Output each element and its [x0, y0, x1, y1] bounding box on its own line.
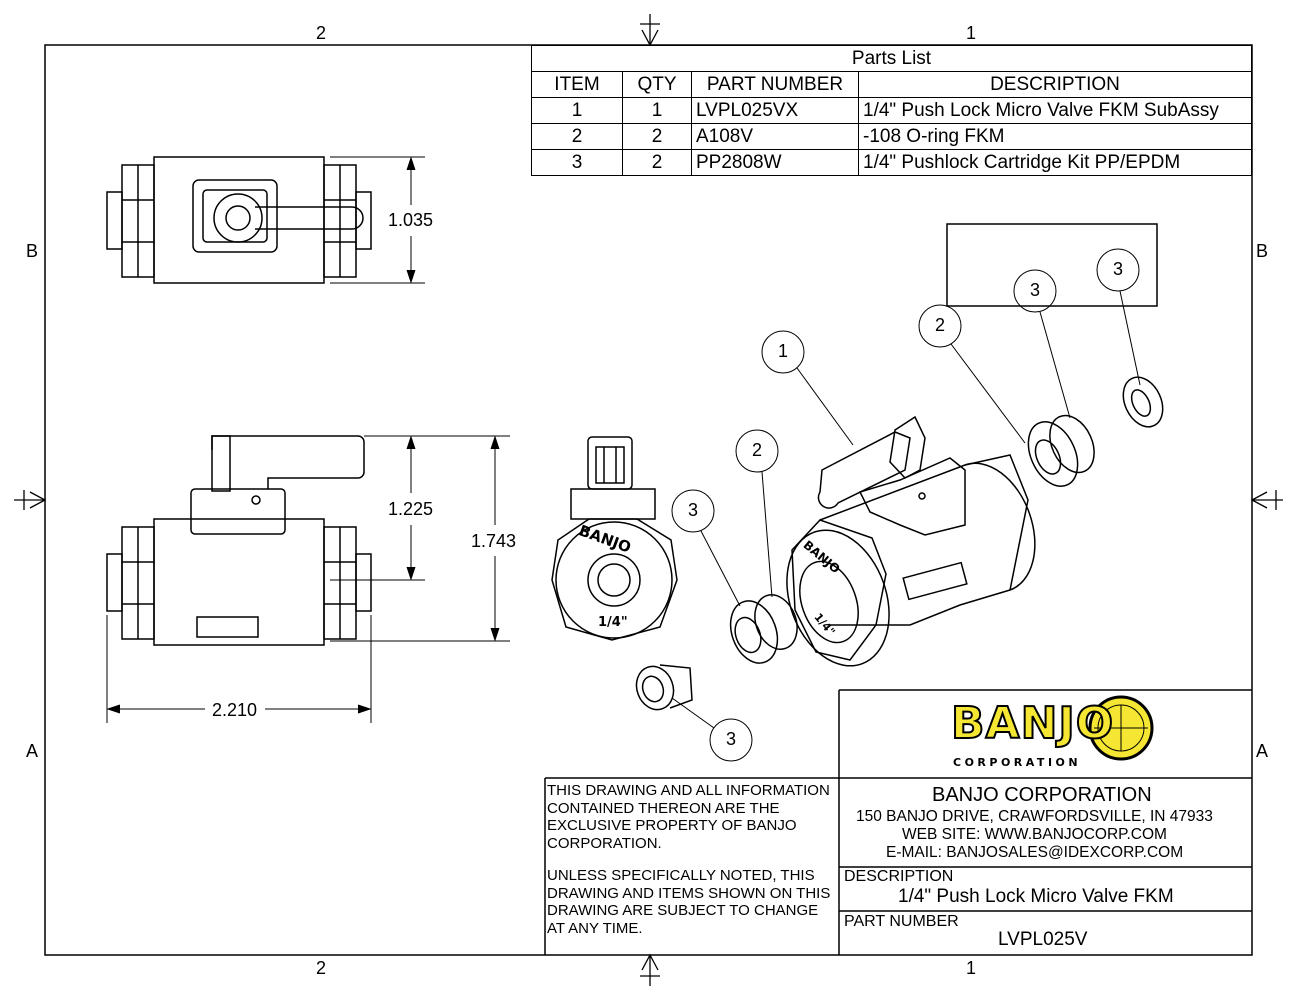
parts-list-title: Parts List — [531, 45, 1252, 72]
cell-description: -108 O-ring FKM — [858, 123, 1252, 150]
header-item: ITEM — [531, 71, 623, 98]
cell-part-number: LVPL025VX — [691, 97, 859, 124]
header-description: DESCRIPTION — [858, 71, 1252, 98]
logo-mark — [1088, 695, 1154, 761]
table-row: 3 2 PP2808W 1/4" Pushlock Cartridge Kit … — [531, 149, 1252, 176]
title-block-lines — [544, 689, 1252, 955]
exploded-view — [635, 223, 1164, 711]
header-part-number: PART NUMBER — [691, 71, 859, 98]
dim-overall-height: 1.743 — [471, 531, 517, 551]
cell-description: 1/4" Pushlock Cartridge Kit PP/EPDM — [858, 149, 1252, 176]
parts-list-header-row: ITEM QTY PART NUMBER DESCRIPTION — [531, 71, 1252, 98]
company-email: E-MAIL: BANJOSALES@IDEXCORP.COM — [886, 844, 1184, 861]
logo-subtext: CORPORATION — [953, 756, 1082, 769]
notice-ownership: THIS DRAWING AND ALL INFORMATION CONTAIN… — [547, 782, 830, 852]
balloon-circles — [671, 248, 1141, 762]
top-view — [106, 156, 372, 284]
centering-marks — [14, 14, 1283, 986]
notice-change: UNLESS SPECIFICALLY NOTED, THIS DRAWING … — [547, 867, 831, 937]
balloon-item-3: 3 — [1030, 280, 1041, 300]
balloon-item-3: 3 — [1113, 259, 1124, 279]
balloon-item-2: 2 — [752, 440, 763, 460]
zone-right-b: B — [1256, 241, 1269, 261]
front-dim-lines — [106, 435, 510, 723]
part-number-value: LVPL025V — [998, 929, 1088, 950]
description-value: 1/4" Push Lock Micro Valve FKM — [898, 886, 1174, 907]
dim-width: 2.210 — [212, 700, 258, 720]
header-qty: QTY — [622, 71, 692, 98]
zone-top-left: 2 — [316, 23, 327, 43]
cell-qty: 2 — [622, 149, 692, 176]
zone-right-a: A — [1256, 741, 1269, 761]
cell-item: 3 — [531, 149, 623, 176]
parts-list-table: Parts List ITEM QTY PART NUMBER DESCRIPT… — [531, 45, 1252, 176]
dim-top-height: 1.035 — [388, 210, 434, 230]
dim-1035-lines — [330, 156, 425, 284]
cell-description: 1/4" Push Lock Micro Valve FKM SubAssy — [858, 97, 1252, 124]
zone-top-right: 1 — [966, 23, 977, 43]
description-label: DESCRIPTION — [844, 868, 954, 885]
cell-item: 2 — [531, 123, 623, 150]
zone-left-a: A — [26, 741, 39, 761]
balloon-item-1: 1 — [778, 341, 789, 361]
table-row: 1 1 LVPL025VX 1/4" Push Lock Micro Valve… — [531, 97, 1252, 124]
balloon-item-3: 3 — [726, 729, 737, 749]
balloon-item-3: 3 — [688, 500, 699, 520]
company-name: BANJO CORPORATION — [932, 784, 1152, 806]
logo-wordmark: BANJO — [950, 697, 1115, 750]
zone-bottom-left: 2 — [316, 958, 327, 978]
zone-bottom-right: 1 — [966, 958, 977, 978]
cell-part-number: A108V — [691, 123, 859, 150]
zone-left-b: B — [26, 241, 39, 261]
part-number-label: PART NUMBER — [844, 913, 959, 930]
property-notice: THIS DRAWING AND ALL INFORMATION CONTAIN… — [547, 782, 839, 952]
end-view-size-text: 1/4" — [598, 615, 628, 630]
cell-qty: 2 — [622, 123, 692, 150]
cell-part-number: PP2808W — [691, 149, 859, 176]
dim-front-height: 1.225 — [388, 499, 434, 519]
end-view — [551, 436, 678, 641]
company-website: WEB SITE: WWW.BANJOCORP.COM — [902, 826, 1167, 843]
balloon-item-2: 2 — [935, 315, 946, 335]
cell-qty: 1 — [622, 97, 692, 124]
front-view — [106, 435, 372, 646]
cell-item: 1 — [531, 97, 623, 124]
table-row: 2 2 A108V -108 O-ring FKM — [531, 123, 1252, 150]
company-address: 150 BANJO DRIVE, CRAWFORDSVILLE, IN 4793… — [856, 808, 1213, 825]
